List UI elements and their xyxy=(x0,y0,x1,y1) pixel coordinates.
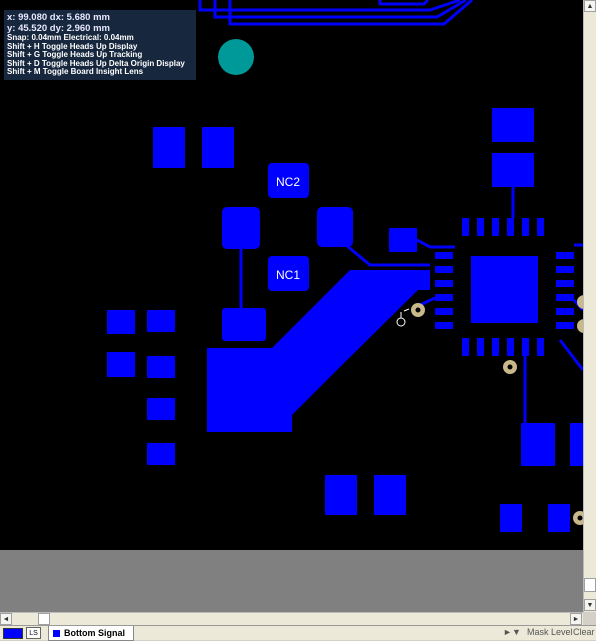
mask-level-button[interactable]: Mask Level xyxy=(527,627,573,637)
ic-footprint[interactable] xyxy=(435,218,574,356)
layer-statusbar: LS Bottom Signal ► ▼ Mask Level Clear xyxy=(0,625,596,641)
layer-color-icon xyxy=(53,629,60,637)
vertical-scrollbar[interactable]: ▲ ▼ xyxy=(583,0,596,612)
clear-button[interactable]: Clear xyxy=(573,627,595,637)
rounded-pads[interactable] xyxy=(222,207,417,341)
scroll-down-icon[interactable]: ▼ xyxy=(584,599,596,611)
current-layer-swatch[interactable] xyxy=(3,628,23,639)
hud-shortcut: Shift + G Toggle Heads Up Tracking xyxy=(7,50,143,60)
scroll-right-icon[interactable]: ► xyxy=(570,613,582,625)
tab-bottom-signal[interactable]: Bottom Signal xyxy=(48,626,134,641)
nc-pads[interactable]: NC2 NC1 xyxy=(268,163,309,291)
scroll-thumb-horizontal[interactable] xyxy=(38,613,50,625)
hud-snap: Snap: 0.04mm Electrical: 0.04mm xyxy=(7,33,134,42)
hud-y-readout: y: 45.520 dy: 2.960 mm xyxy=(7,23,110,34)
nav-right-icon[interactable]: ► xyxy=(503,627,512,637)
hud-shortcut: Shift + D Toggle Heads Up Delta Origin D… xyxy=(7,58,185,68)
hud-shortcut: Shift + H Toggle Heads Up Display xyxy=(7,41,138,51)
heads-up-display: x: 99.080 dx: 5.680 mm y: 45.520 dy: 2.9… xyxy=(4,10,196,80)
horizontal-scrollbar[interactable]: ◄ ► xyxy=(0,612,583,625)
copper-pour xyxy=(207,270,430,432)
scroll-up-icon[interactable]: ▲ xyxy=(584,0,596,12)
layer-set-button[interactable]: LS xyxy=(26,627,41,639)
nc2-label: NC2 xyxy=(276,175,300,189)
smd-pads[interactable] xyxy=(107,108,583,532)
tab-label: Bottom Signal xyxy=(64,628,125,638)
nc1-label: NC1 xyxy=(276,268,300,282)
vertical-trace xyxy=(239,238,455,310)
hud-x-readout: x: 99.080 dx: 5.680 mm xyxy=(7,12,110,23)
ic-traces xyxy=(419,187,583,425)
vias[interactable] xyxy=(411,295,583,525)
round-pad[interactable] xyxy=(218,39,254,75)
scroll-left-icon[interactable]: ◄ xyxy=(0,613,12,625)
pcb-board[interactable]: NC2 NC1 xyxy=(0,0,583,612)
hud-shortcut: Shift + M Toggle Board Insight Lens xyxy=(7,67,144,77)
pcb-canvas[interactable]: NC2 NC1 xyxy=(0,0,583,612)
top-bus-traces xyxy=(198,0,473,26)
board-edge-region xyxy=(0,550,583,612)
scroll-thumb-vertical[interactable] xyxy=(584,578,596,592)
filter-icon[interactable]: ▼ xyxy=(512,627,521,637)
cursor-icon xyxy=(396,308,410,327)
scroll-corner xyxy=(583,612,596,625)
